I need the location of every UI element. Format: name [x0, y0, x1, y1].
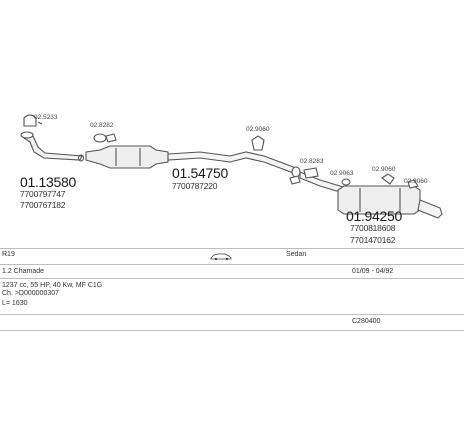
info-bottom-line [0, 330, 464, 331]
car-icon [210, 252, 232, 262]
accessory-label: 02.9060 [246, 126, 270, 133]
model-text: R19 [2, 251, 15, 258]
middle-silencer-oe-1: 7700787220 [172, 181, 218, 191]
chassis-text: Ch. >D000000307 [2, 290, 60, 297]
info-row-length: L= 1630 [0, 300, 464, 310]
info-row-chassis: Ch. >D000000307 [0, 290, 464, 300]
accessory-label: 02.8282 [90, 122, 114, 129]
middle-silencer-number: 01.54750 [172, 165, 228, 181]
front-pipe-number: 01.13580 [20, 174, 76, 190]
body-type-text: Sedan [286, 251, 307, 258]
rear-silencer-oe-2: 7701470162 [350, 235, 396, 245]
length-text: L= 1630 [2, 300, 28, 307]
clamp-drawing [23, 114, 37, 127]
info-row-model: R19 Sedan [0, 248, 464, 263]
version-text: 1.2 Chamade [2, 268, 45, 275]
info-row-code: C280400 [0, 314, 464, 329]
catalyst-drawing [85, 145, 169, 169]
rear-silencer-oe-1: 7700818608 [350, 223, 396, 233]
accessory-label: 02.9063 [330, 170, 354, 177]
code-text: C280400 [352, 318, 381, 325]
exhaust-diagram: 01.13580 7700797747 7700767182 01.54750 … [20, 114, 443, 245]
front-pipe-oe-1: 7700797747 [20, 189, 66, 199]
engine-text: 1237 cc, 55 HP, 40 Kw, MF C1G [2, 282, 103, 289]
front-pipe-oe-2: 7700767182 [20, 200, 66, 210]
rear-silencer-number: 01.94250 [346, 208, 402, 224]
accessory-label: 02.5233 [34, 114, 58, 121]
accessory-label: 02.8283 [300, 158, 324, 165]
accessory-label: 02.9060 [404, 178, 428, 185]
accessory-label: 02.9060 [372, 166, 396, 173]
date-range-text: 01/09 - 04/92 [352, 268, 394, 275]
front-pipe-drawing [22, 135, 83, 161]
exhaust-system-drawing [20, 114, 443, 219]
info-row-version: 1.2 Chamade 01/09 - 04/92 [0, 264, 464, 279]
info-row-engine: 1237 cc, 55 HP, 40 Kw, MF C1G [0, 278, 464, 291]
